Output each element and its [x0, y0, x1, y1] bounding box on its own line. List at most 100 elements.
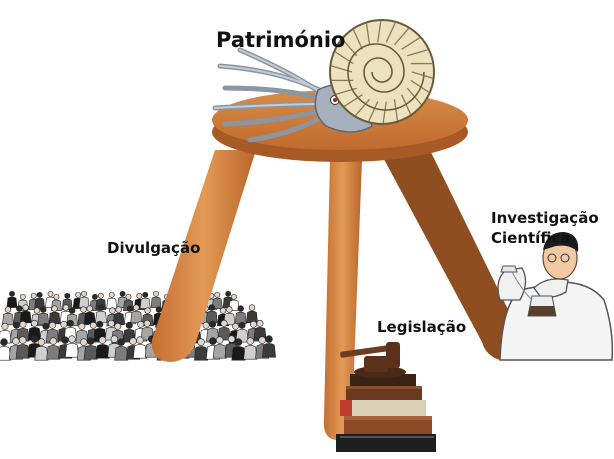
- crowd-person: [151, 297, 161, 307]
- crowd-person-head: [79, 323, 85, 329]
- crowd-person-head: [231, 294, 236, 299]
- crowd-person-head: [48, 291, 53, 296]
- crowd-person-head: [23, 305, 29, 311]
- crowd-person: [244, 345, 257, 359]
- crowd-person-head: [126, 294, 131, 299]
- crowd-person: [20, 311, 31, 323]
- crowd-person-head: [90, 322, 96, 328]
- crowd-person-head: [38, 339, 45, 346]
- crowd-person-head: [198, 339, 205, 346]
- crowd-person-head: [220, 308, 226, 314]
- crowd-person-head: [235, 339, 242, 346]
- crowd-person: [213, 344, 226, 358]
- crowd-person-head: [81, 307, 87, 313]
- crowd-person-head: [203, 322, 209, 328]
- crowd-person-head: [63, 305, 69, 311]
- crowd-person-head: [215, 292, 220, 297]
- crowd-person: [133, 344, 146, 358]
- crowd-person: [16, 344, 29, 358]
- crowd-person-head: [111, 336, 118, 343]
- crowd-person-head: [250, 321, 256, 327]
- label-investigacao: Investigação Científica: [491, 208, 599, 248]
- crowd-person-head: [209, 338, 216, 345]
- crowd-person-head: [98, 305, 104, 311]
- crowd-person: [232, 346, 245, 360]
- crowd-person-head: [153, 291, 158, 296]
- crowd-person: [35, 346, 48, 360]
- crowd-person-head: [65, 293, 70, 298]
- crowd-person-head: [2, 323, 8, 329]
- crowd-person: [246, 311, 257, 323]
- crowd-person: [140, 298, 150, 308]
- crowd-icon: [0, 291, 276, 360]
- crowd-person-head: [221, 320, 227, 326]
- crowd-person-head: [49, 322, 55, 328]
- crowd-person-head: [247, 338, 254, 345]
- crowd-person-head: [216, 337, 223, 344]
- crowd-person-head: [92, 294, 97, 299]
- crowd-person-head: [87, 338, 94, 345]
- crowd-person-head: [133, 305, 139, 311]
- label-investigacao-line2: Científica: [491, 228, 599, 248]
- book-stack-icon: [336, 374, 436, 452]
- crowd-person-head: [81, 291, 86, 296]
- crowd-person-head: [137, 337, 144, 344]
- crowd-person-head: [232, 323, 238, 329]
- scientist-icon: [498, 232, 612, 360]
- label-divulgacao: Divulgação: [107, 239, 200, 257]
- crowd-person: [79, 297, 89, 307]
- label-investigacao-line1: Investigação: [491, 208, 599, 228]
- crowd-person-head: [12, 338, 19, 345]
- crowd-person-head: [97, 321, 103, 327]
- crowd-person-head: [120, 291, 125, 296]
- crowd-person: [7, 297, 17, 307]
- crowd-person-head: [80, 339, 87, 346]
- crowd-person-head: [20, 294, 25, 299]
- crowd-person: [96, 344, 109, 358]
- crowd-person-head: [13, 322, 19, 328]
- crowd-person-head: [227, 307, 233, 313]
- crowd-person-head: [62, 337, 69, 344]
- crowd-person-head: [238, 306, 244, 312]
- crowd-person-head: [130, 338, 137, 345]
- crowd-person-head: [67, 320, 73, 326]
- crowd-person-head: [69, 308, 75, 314]
- crowd-person: [262, 343, 275, 357]
- crowd-person-head: [239, 322, 245, 328]
- crowd-person-head: [34, 308, 40, 314]
- crowd-person-head: [116, 307, 122, 313]
- crowd-person-head: [137, 293, 142, 298]
- crowd-person-head: [110, 308, 116, 314]
- crowd-person-head: [16, 306, 22, 312]
- crowd-person-head: [99, 337, 106, 344]
- crowd-person-head: [209, 305, 215, 311]
- diagram-title: Património: [216, 28, 345, 52]
- crowd-person: [95, 311, 106, 323]
- crowd-person-head: [118, 339, 125, 346]
- crowd-person-head: [31, 336, 38, 343]
- crowd-person-head: [9, 291, 14, 296]
- crowd-person-head: [266, 336, 273, 343]
- crowd-person-head: [98, 293, 103, 298]
- crowd-person: [65, 343, 78, 357]
- crowd-person-head: [115, 323, 121, 329]
- crowd-person-head: [54, 294, 59, 299]
- crowd-person-head: [144, 320, 150, 326]
- crowd-person-head: [226, 291, 231, 296]
- crowd-person-head: [156, 307, 162, 313]
- crowd-person-head: [37, 292, 42, 297]
- crowd-person-head: [145, 308, 151, 314]
- crowd-person-head: [50, 338, 57, 345]
- crowd-person: [84, 345, 97, 359]
- crowd-person-head: [19, 337, 26, 344]
- crowd-person-head: [143, 292, 148, 297]
- crowd-person: [194, 346, 207, 360]
- crowd-person-head: [1, 339, 8, 346]
- crowd-person: [115, 346, 128, 360]
- crowd-person-head: [20, 321, 26, 327]
- crowd-person-head: [257, 320, 263, 326]
- stool-icon: [152, 90, 522, 440]
- crowd-person-head: [5, 307, 11, 313]
- label-legislacao: Legislação: [377, 318, 466, 336]
- crowd-person-head: [61, 321, 67, 327]
